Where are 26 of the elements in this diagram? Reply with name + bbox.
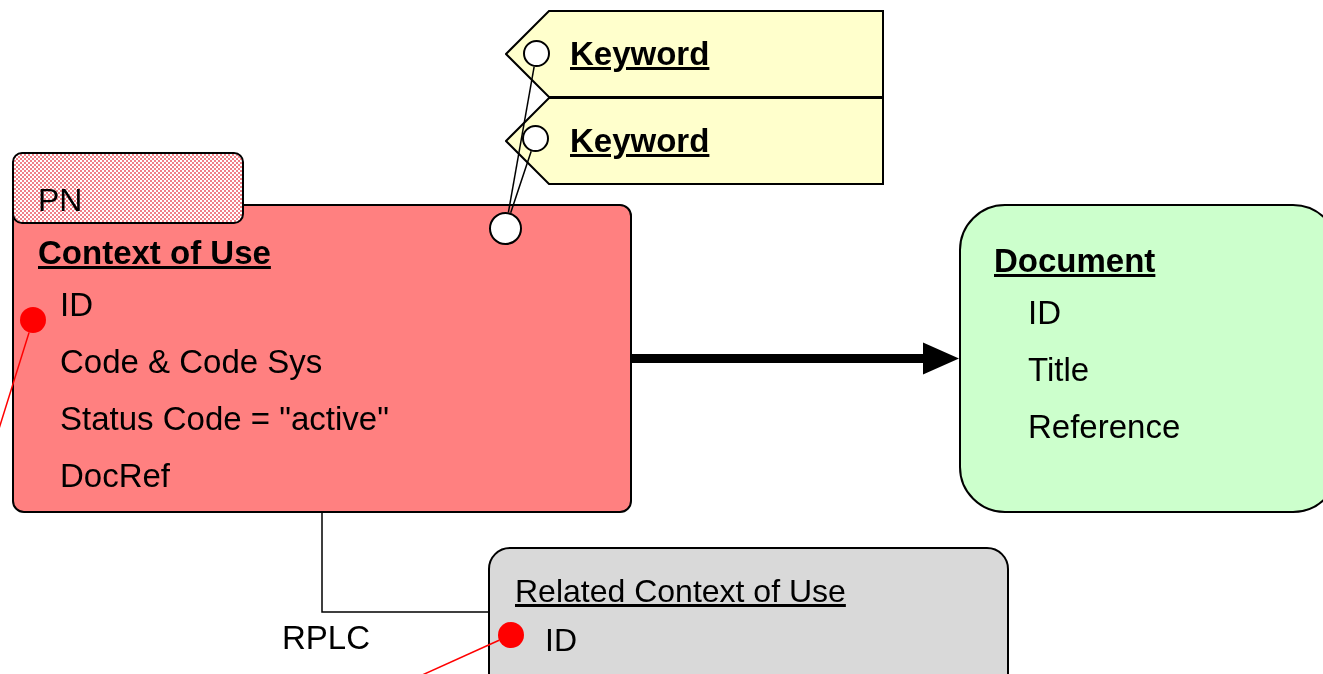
attribute-text: ID [1028, 293, 1061, 333]
entity-title: Context of Use [38, 233, 271, 273]
arrow [632, 342, 959, 375]
keyword-text: Keyword [570, 122, 710, 160]
keyword-tag [505, 97, 884, 185]
entity-box [959, 204, 1323, 513]
connector-circle [489, 212, 522, 245]
connector-line [509, 150, 532, 214]
attribute-text: Reference [1028, 407, 1181, 447]
tab-text: PN [38, 181, 84, 220]
attribute-text: Code & Code Sys [60, 342, 323, 382]
keyword-text: Keyword [570, 35, 710, 73]
entity-box [488, 547, 1009, 674]
connector-line [507, 66, 535, 214]
attribute-text: DocRef [60, 456, 171, 496]
entity-title: Related Context of Use [515, 572, 846, 611]
attribute-text: ID [545, 621, 577, 660]
attribute-text: Title [1028, 350, 1090, 390]
keyword-tag [505, 10, 884, 98]
attribute-text: ID [60, 285, 93, 325]
reference-dot [498, 622, 524, 648]
entity-title: Document [994, 241, 1156, 281]
connector-line [321, 512, 489, 613]
tab-label [12, 152, 244, 224]
reference-dot [20, 307, 46, 333]
attribute-text: Status Code = "active" [60, 399, 389, 439]
